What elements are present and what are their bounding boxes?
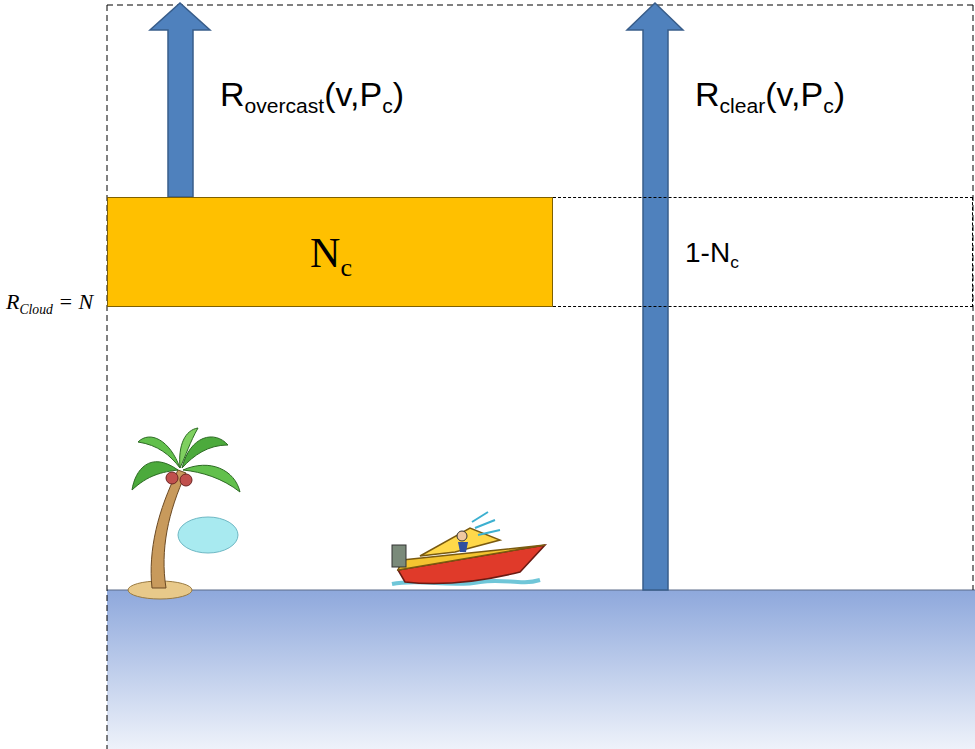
subscript: c — [823, 94, 834, 117]
flux-label: Rclear(v,Pc) — [695, 76, 845, 113]
node-label: 1-Nc — [685, 238, 739, 269]
equation-label: RCloud = N — [4, 290, 95, 314]
radiation-arrow — [150, 3, 210, 197]
palm-island — [128, 428, 240, 599]
frame — [107, 5, 973, 749]
sea-surface — [107, 590, 975, 591]
flux-label: Rovercast(v,Pc) — [220, 76, 404, 113]
clear-fraction-band: 1-Nc — [553, 197, 973, 307]
radiation-arrow — [627, 3, 683, 590]
sea — [107, 590, 975, 749]
speed-boat — [392, 512, 545, 584]
subscript: overcast — [245, 94, 325, 117]
subscript: Cloud — [19, 302, 52, 317]
cloud-fraction-box: Nc — [107, 197, 553, 307]
subscript: c — [730, 252, 739, 272]
subscript: clear — [720, 94, 766, 117]
subscript: c — [340, 253, 352, 282]
node-label: Nc — [310, 230, 352, 276]
subscript: c — [382, 94, 393, 117]
